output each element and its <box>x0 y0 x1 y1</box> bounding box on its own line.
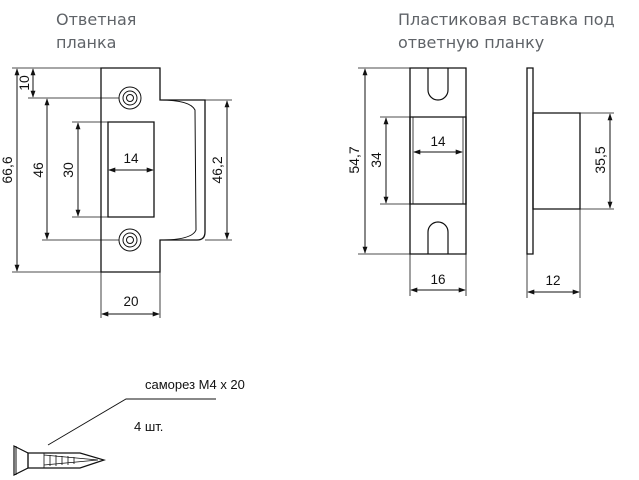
insert-height-label: 54,7 <box>346 146 362 173</box>
insert-side-dimension-labels: 35,5 12 <box>545 146 608 288</box>
screw-drawing <box>14 399 216 475</box>
screw-count-label: 4 шт. <box>134 419 163 434</box>
top-screw-hole <box>119 87 141 109</box>
plate-width-label: 20 <box>123 294 138 309</box>
insert-title-line1: Пластиковая вставка под <box>398 10 615 29</box>
insert-window-width-label: 14 <box>430 134 446 149</box>
insert-title-line2: ответную планку <box>398 33 545 52</box>
insert-front-drawing <box>358 68 466 296</box>
screw-shank <box>28 453 104 468</box>
plate-total-height-label: 66,6 <box>0 156 15 183</box>
insert-side-flange <box>527 68 533 254</box>
insert-window <box>410 117 466 204</box>
insert-side-drawing <box>527 68 614 298</box>
plate-hole-spacing-label: 46 <box>30 162 46 178</box>
screw-leader-line <box>48 399 216 445</box>
plate-window-width-label: 14 <box>123 151 139 166</box>
insert-width-label: 16 <box>430 272 445 287</box>
screw-thread <box>44 453 98 468</box>
strike-plate-title: Ответная планка <box>56 8 136 54</box>
screw-spec-label: саморез М4 х 20 <box>145 377 245 392</box>
strike-plate-title-line1: Ответная <box>56 10 137 29</box>
insert-side-height-label: 35,5 <box>592 146 608 173</box>
insert-title: Пластиковая вставка под ответную планку <box>398 8 615 54</box>
strike-plate-drawing <box>12 68 232 318</box>
strike-plate-window <box>108 122 154 217</box>
strike-plate-dimension-labels: 66,6 10 46 30 14 46,2 20 <box>0 75 225 309</box>
insert-depth-label: 12 <box>545 273 560 288</box>
plate-hole-offset-label: 10 <box>16 75 32 91</box>
bottom-screw-hole <box>119 229 141 251</box>
plate-window-height-label: 30 <box>60 162 76 178</box>
plate-tongue-height-label: 46,2 <box>209 156 225 183</box>
insert-top-slot <box>428 68 448 100</box>
insert-front-dimension-labels: 54,7 34 14 16 <box>346 134 446 287</box>
insert-front-outline <box>410 68 466 254</box>
insert-side-body <box>533 113 580 209</box>
insert-bottom-slot <box>428 222 448 254</box>
strike-plate-tongue-edge <box>160 100 196 240</box>
strike-plate-title-line2: планка <box>56 33 117 52</box>
insert-window-height-label: 34 <box>368 152 384 168</box>
